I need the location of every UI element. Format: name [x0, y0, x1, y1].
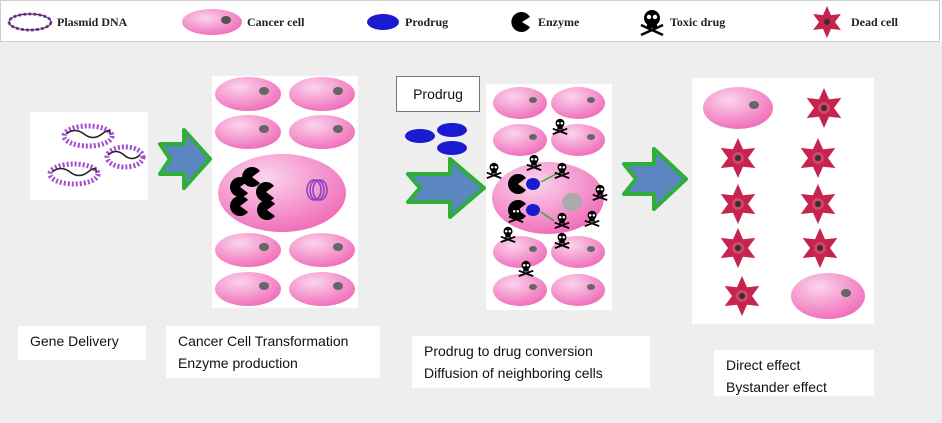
dead-cell-icon	[720, 184, 756, 224]
dead-cell-icon	[720, 228, 756, 268]
prodrug-icon	[526, 204, 540, 216]
cancer-cell	[289, 233, 355, 267]
skull-icon	[486, 162, 502, 179]
cancer-cell	[551, 236, 605, 268]
enzyme-icon	[257, 200, 275, 220]
legend-item-enzyme: Enzyme	[508, 1, 579, 43]
plasmid-icon	[47, 161, 101, 187]
skull-icon	[552, 118, 568, 135]
conversion-caption: Prodrug to drug conversion Diffusion of …	[412, 336, 650, 388]
caption-line: Enzyme production	[178, 355, 298, 371]
legend-item-plasmid: Plasmid DNA	[7, 1, 127, 43]
gene-delivery-caption: Gene Delivery	[18, 326, 146, 360]
legend-label: Prodrug	[405, 14, 449, 29]
flow-arrow	[622, 147, 688, 211]
plasmid-group	[47, 123, 146, 187]
skull-icon	[640, 10, 664, 37]
plasmid-icon	[104, 144, 146, 170]
prodrug-icon	[367, 14, 399, 30]
cancer-cell	[551, 274, 605, 306]
prodrug-icon	[526, 178, 540, 190]
legend-label: Plasmid DNA	[57, 14, 128, 29]
cancer-cell	[215, 272, 281, 306]
caption-line: Cancer Cell Transformation	[178, 333, 349, 349]
legend-item-cancer-cell: Cancer cell	[181, 1, 304, 43]
cancer-cell	[215, 115, 281, 149]
skull-icon	[500, 226, 516, 243]
flow-arrow	[158, 128, 212, 190]
cancer-cell	[551, 124, 605, 156]
transformation-cells	[215, 77, 355, 306]
skull-icon	[584, 210, 600, 227]
dead-cell-icon	[813, 6, 841, 38]
skull-icon	[592, 184, 608, 201]
cancer-cell	[215, 77, 281, 111]
legend-bar: Plasmid DNA Cancer cell Prodrug Enzyme	[0, 0, 940, 42]
cancer-cell	[493, 236, 547, 268]
enzyme-icon	[230, 177, 248, 197]
cancer-cell	[551, 87, 605, 119]
skull-icon	[526, 154, 542, 171]
cancer-cell	[791, 273, 865, 319]
enzyme-icon	[230, 196, 248, 216]
skull-icon	[518, 260, 534, 277]
legend-label: Cancer cell	[247, 14, 305, 29]
dead-cell-icon	[800, 138, 836, 178]
caption-line: Bystander effect	[726, 379, 827, 395]
cancer-cell	[703, 87, 773, 129]
dead-cell-icon	[806, 88, 842, 128]
skull-icon	[554, 162, 570, 179]
dead-cell-icon	[800, 184, 836, 224]
skull-icon	[554, 212, 570, 229]
cancer-cell-icon	[182, 9, 242, 35]
dead-cell-icon	[724, 276, 760, 316]
skull-icon	[554, 232, 570, 249]
effect-cells	[703, 87, 865, 319]
plasmid-icon	[7, 12, 53, 32]
prodrug-icon	[437, 123, 467, 137]
legend-label: Enzyme	[538, 14, 580, 29]
legend-item-dead-cell: Dead cell	[807, 1, 898, 43]
plasmid-icon	[61, 123, 115, 149]
effect-caption: Direct effect Bystander effect	[714, 350, 874, 396]
legend-item-prodrug: Prodrug	[365, 1, 448, 43]
transformed-cancer-cell	[492, 162, 604, 234]
prodrug-group	[405, 123, 467, 155]
prodrug-label: Prodrug	[396, 76, 480, 112]
legend-label: Toxic drug	[670, 14, 726, 29]
skull-icon	[508, 206, 524, 223]
enzyme-icon	[511, 12, 530, 32]
transformed-cancer-cell	[218, 154, 346, 232]
dead-cell-icon	[720, 138, 756, 178]
cancer-cell	[493, 87, 547, 119]
prodrug-icon	[437, 141, 467, 155]
flow-arrow	[406, 157, 486, 219]
caption-line: Diffusion of neighboring cells	[424, 365, 603, 381]
nucleus-dna	[306, 179, 328, 201]
cancer-cell	[289, 272, 355, 306]
caption-line: Prodrug to drug conversion	[424, 343, 593, 359]
caption-line: Direct effect	[726, 357, 801, 373]
conversion-cells	[486, 87, 608, 306]
transformation-caption: Cancer Cell Transformation Enzyme produc…	[166, 326, 380, 378]
cancer-cell	[493, 124, 547, 156]
legend-item-toxic-drug: Toxic drug	[638, 1, 725, 43]
enzyme-icon	[256, 182, 274, 202]
cancer-cell	[215, 233, 281, 267]
prodrug-icon	[405, 129, 435, 143]
cancer-cell	[493, 274, 547, 306]
cancer-cell	[289, 115, 355, 149]
dead-cell-icon	[802, 228, 838, 268]
enzyme-icon	[508, 174, 526, 194]
cancer-cell	[289, 77, 355, 111]
legend-label: Dead cell	[851, 14, 898, 29]
caption-line: Gene Delivery	[30, 333, 119, 349]
